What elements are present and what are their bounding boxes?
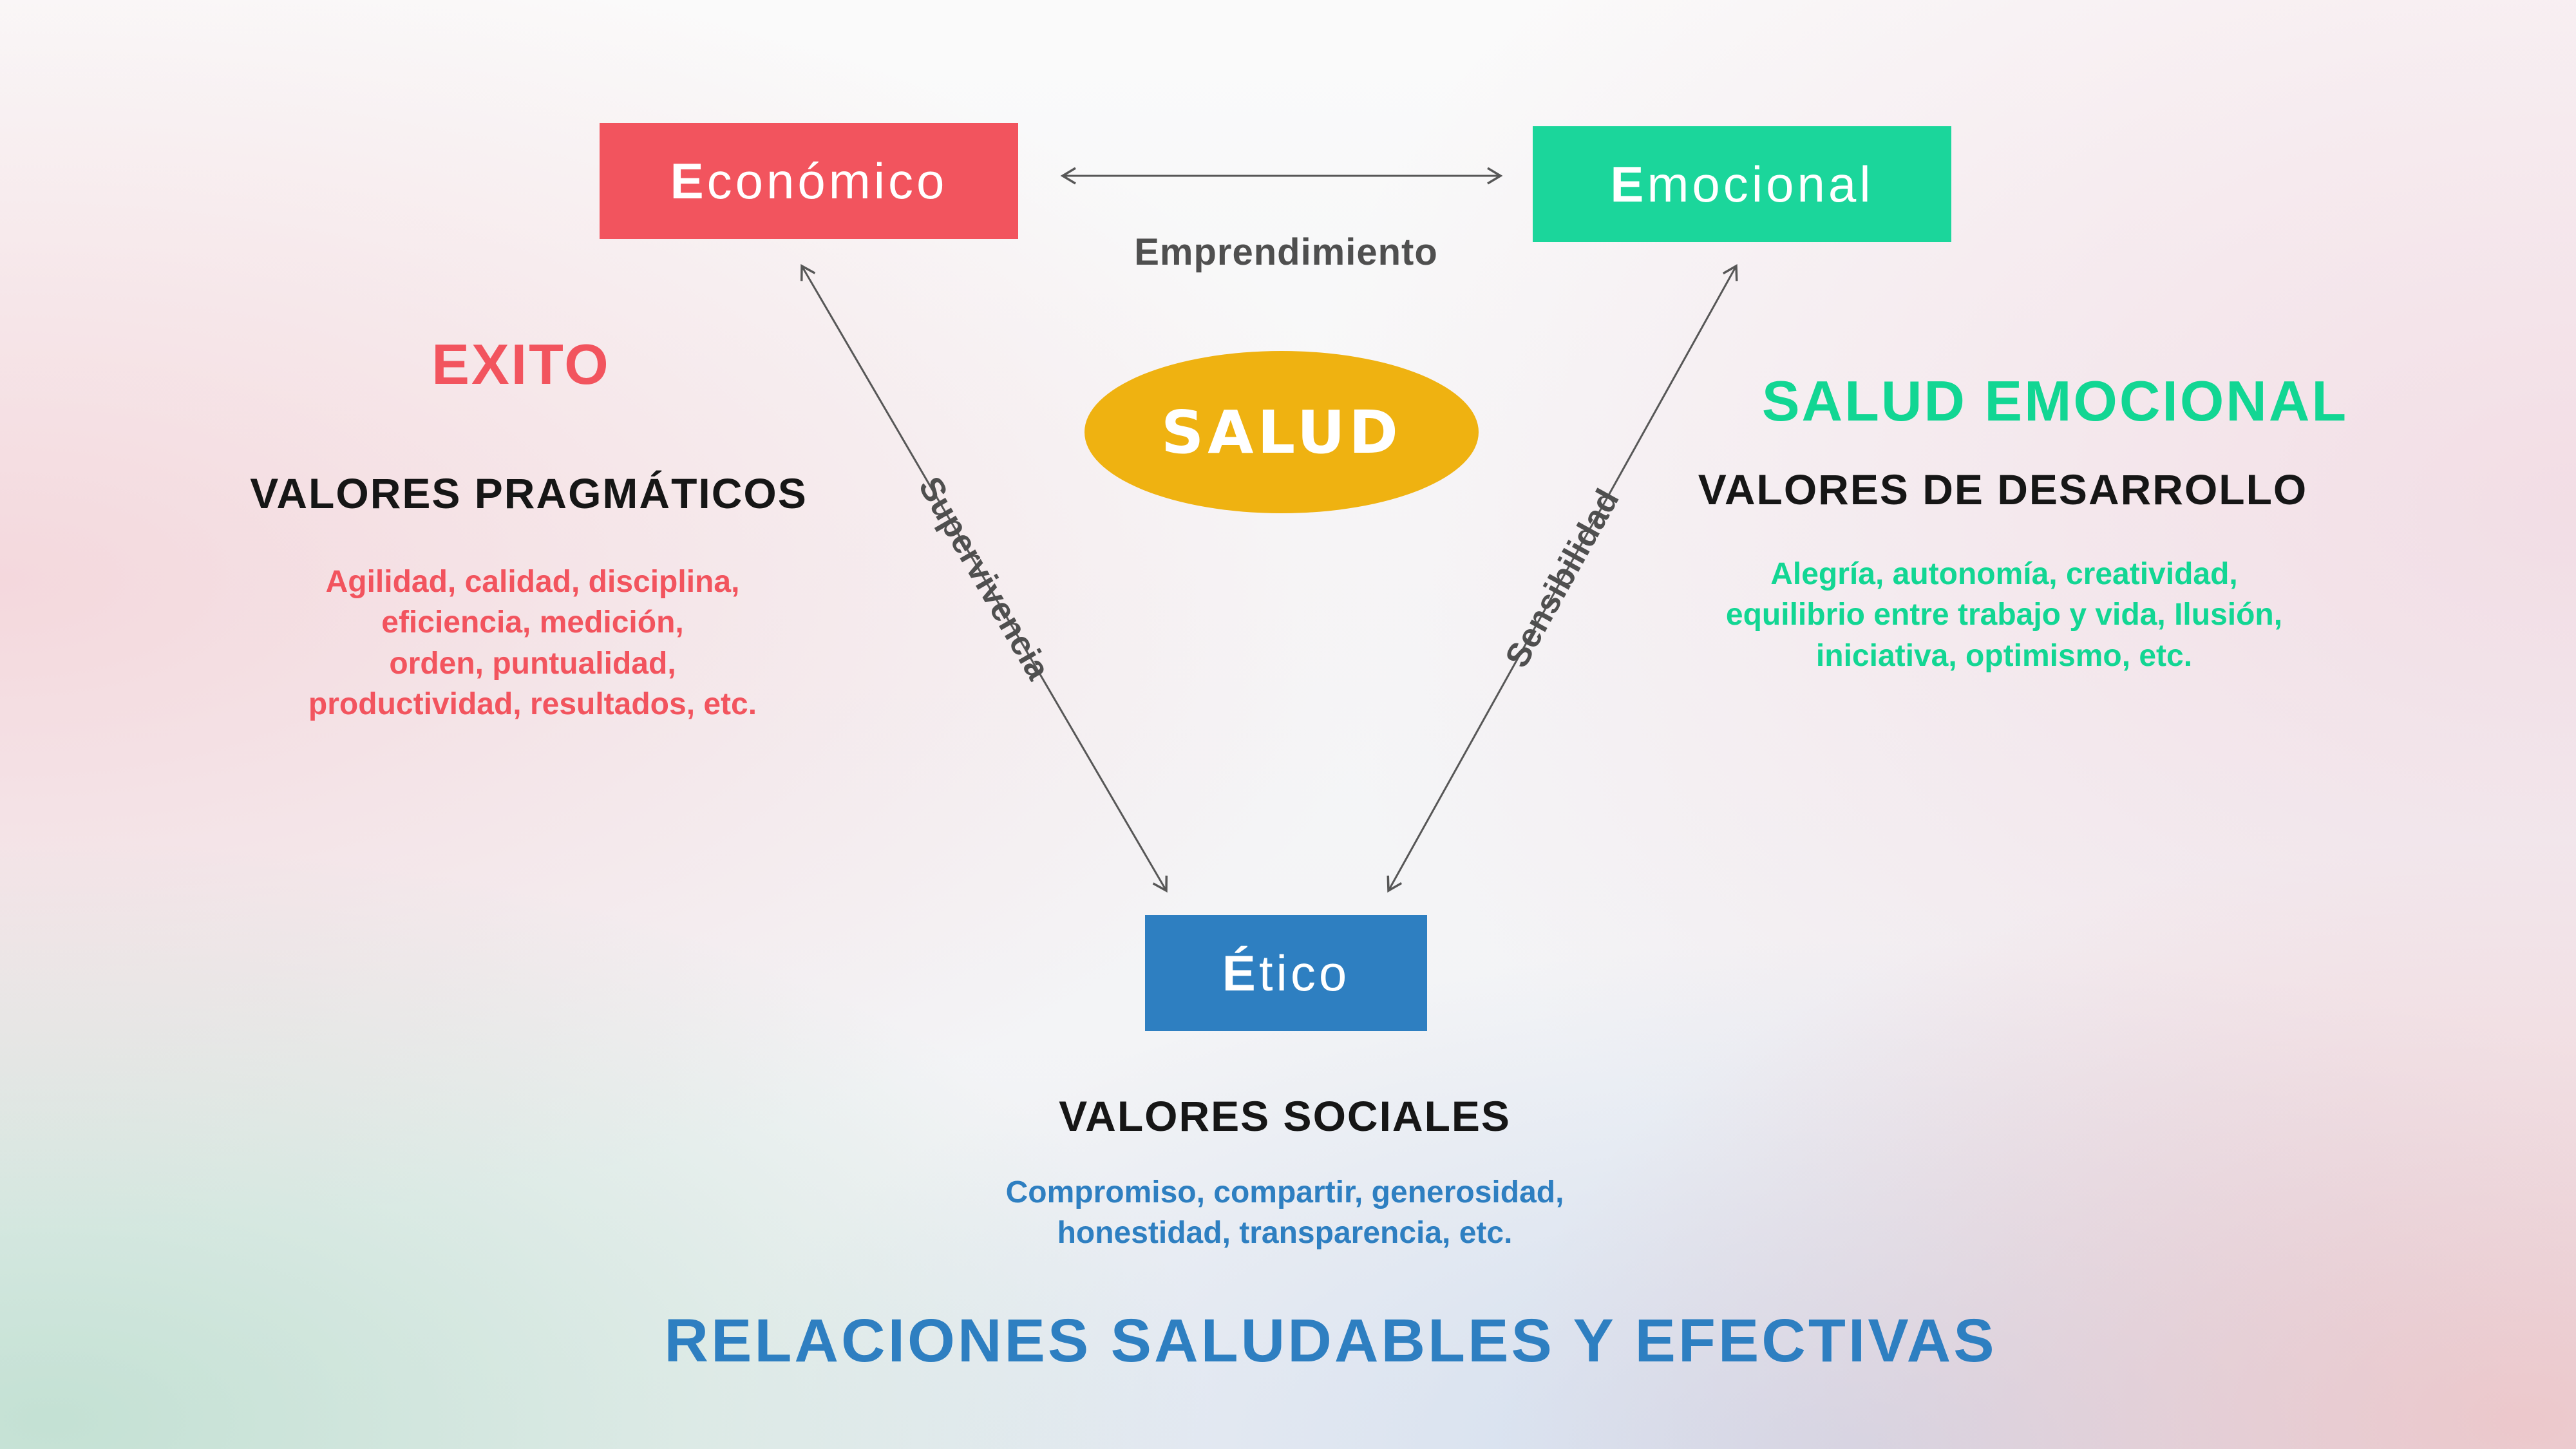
node-emocional-label: Emocional xyxy=(1610,155,1874,213)
node-economico-label: Económico xyxy=(670,152,948,209)
node-etico-label: Ético xyxy=(1222,944,1350,1001)
arrow-emocional-etico xyxy=(1387,264,1738,893)
footer-title: RELACIONES SALUDABLES Y EFECTIVAS xyxy=(664,1307,1997,1375)
bottom-block-body: Compromiso, compartir, generosidad, hone… xyxy=(1005,1175,1564,1251)
edge-label-emprendimiento: Emprendimiento xyxy=(1134,231,1438,273)
node-etico: Ético xyxy=(1145,915,1427,1031)
left-block-title: EXITO xyxy=(431,332,611,396)
salud-label: SALUD xyxy=(1161,397,1402,467)
bottom-block-subtitle: VALORES SOCIALES xyxy=(1059,1092,1511,1140)
node-emocional: Emocional xyxy=(1533,126,1951,242)
node-economico: Económico xyxy=(600,123,1018,239)
salud-ellipse: SALUD xyxy=(1084,351,1479,513)
right-block-body: Alegría, autonomía, creatividad, equilib… xyxy=(1725,557,2283,673)
left-block-subtitle: VALORES PRAGMÁTICOS xyxy=(250,469,808,517)
left-block-body: Agilidad, calidad, disciplina, eficienci… xyxy=(308,565,757,722)
right-block-title: SALUD EMOCIONAL xyxy=(1761,369,2349,433)
arrow-economico-etico xyxy=(800,264,1168,893)
right-block-subtitle: VALORES DE DESARROLLO xyxy=(1698,466,2308,513)
